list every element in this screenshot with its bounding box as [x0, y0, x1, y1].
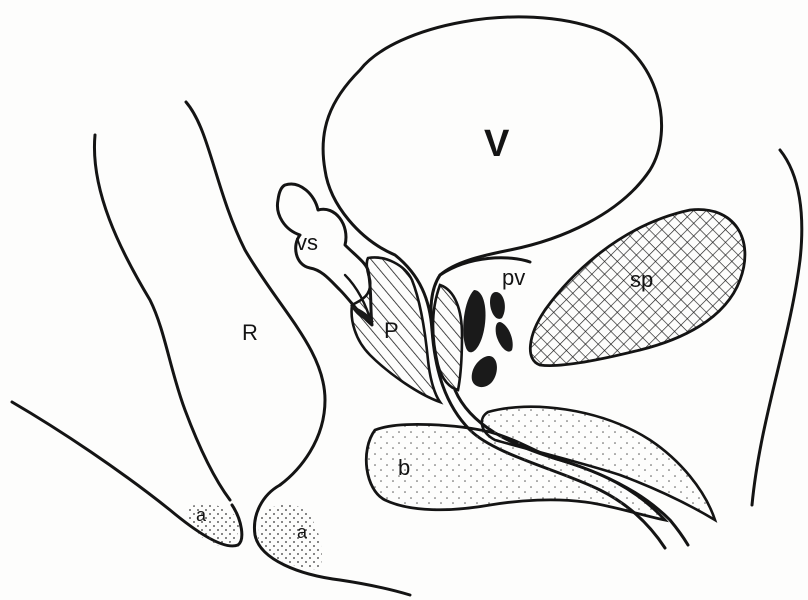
- label-seminal-vesicle: vs: [296, 230, 318, 255]
- posterior-body-wall-outline: [94, 135, 230, 500]
- anal-dotted-area-right: [258, 505, 322, 570]
- vein-blob: [463, 290, 485, 352]
- venous-plexus: [463, 290, 513, 387]
- label-rectum: R: [242, 320, 258, 345]
- label-anus-right: a: [297, 522, 308, 542]
- label-prostate: P: [384, 318, 399, 343]
- label-anus-left: a: [196, 505, 207, 525]
- vein-blob: [496, 322, 513, 352]
- label-prevesical-plexus: pv: [502, 265, 525, 290]
- anal-dotted-area-left: [185, 504, 239, 545]
- vein-blob: [472, 356, 497, 387]
- anterior-body-wall: [752, 150, 802, 505]
- label-bulb: b: [398, 455, 410, 480]
- label-bladder: V: [484, 123, 510, 165]
- label-symphysis-pubis: sp: [630, 267, 653, 292]
- rectum-posterior-wall: [186, 102, 325, 485]
- urethral-sphincter: [433, 285, 462, 390]
- vein-blob: [490, 292, 505, 319]
